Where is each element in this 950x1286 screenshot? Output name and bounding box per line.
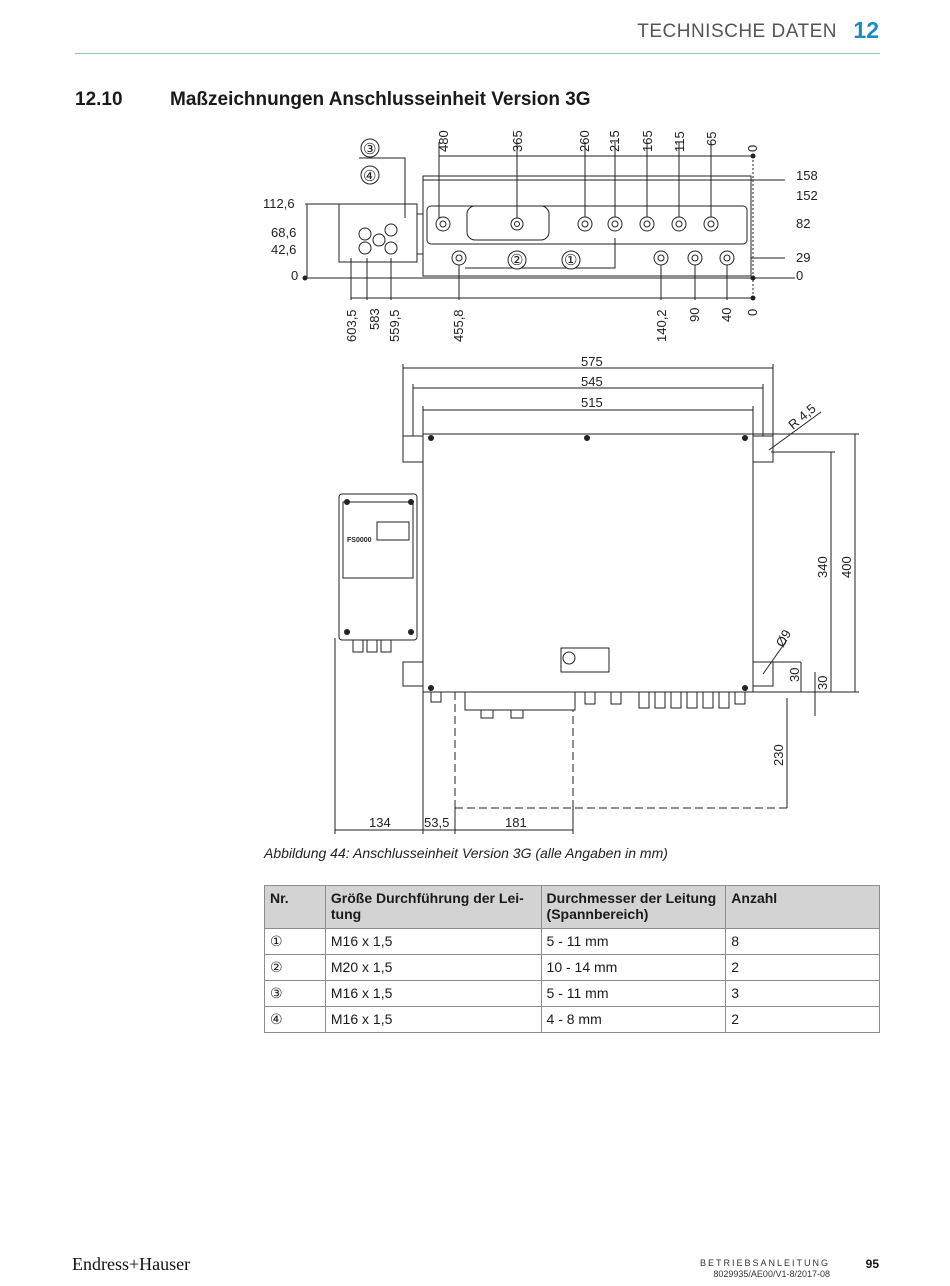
right-dim-0: 0 <box>796 268 803 283</box>
cell-count: 2 <box>725 954 880 981</box>
header-nr: Nr. <box>264 885 326 929</box>
table-row: ① M16 x 1,5 5 - 11 mm 8 <box>264 928 880 955</box>
table-row: ② M20 x 1,5 10 - 14 mm 2 <box>264 954 880 981</box>
right-dim-82: 82 <box>796 216 810 231</box>
height-dim-400: 400 <box>839 556 854 578</box>
left-dim-112-6: 112,6 <box>263 196 295 211</box>
callout-4: ④ <box>363 168 376 185</box>
top-dim-65: 65 <box>704 132 719 146</box>
bottom-dim-181: 181 <box>505 815 527 830</box>
callout-3: ③ <box>363 141 376 158</box>
width-dim-575: 575 <box>581 354 603 369</box>
callout-1: ① <box>564 252 577 269</box>
cell-size: M16 x 1,5 <box>324 928 542 955</box>
right-dim-158: 158 <box>796 168 818 183</box>
bottom-dim-40: 40 <box>719 308 734 322</box>
cell-nr: ② <box>264 954 326 981</box>
header-count: Anzahl <box>725 885 880 929</box>
right-dim-29: 29 <box>796 250 810 265</box>
bottom-dim-140-2: 140,2 <box>654 309 669 342</box>
bottom-dim-559-5: 559,5 <box>387 309 402 342</box>
left-dim-0: 0 <box>291 268 298 283</box>
device-brand: FS0000 <box>347 537 372 544</box>
table-row: ③ M16 x 1,5 5 - 11 mm 3 <box>264 980 880 1007</box>
callout-2: ② <box>510 252 523 269</box>
bottom-dim-134: 134 <box>369 815 391 830</box>
chapter-label: TECHNISCHE DATEN <box>637 21 837 42</box>
gland-table: Nr. Größe Durchführung der Lei- tung Dur… <box>264 885 880 1033</box>
top-dim-260: 260 <box>577 130 592 152</box>
top-dim-215: 215 <box>607 130 622 152</box>
table-header-row: Nr. Größe Durchführung der Lei- tung Dur… <box>264 885 880 929</box>
page-number: 95 <box>865 1257 879 1271</box>
width-dim-545: 545 <box>581 374 603 389</box>
depth-dim-230: 230 <box>771 744 786 766</box>
width-dim-515: 515 <box>581 395 603 410</box>
footer-doc-id: 8029935/AE00/V1-8/2017-08 <box>713 1269 830 1279</box>
top-dim-115: 115 <box>672 131 687 152</box>
top-dim-0: 0 <box>745 145 760 152</box>
bottom-dim-90: 90 <box>687 308 702 322</box>
cell-size: M16 x 1,5 <box>324 1006 542 1033</box>
hole-diameter-label: Ø9 <box>773 627 795 650</box>
figure-caption: Abbildung 44: Anschlusseinheit Version 3… <box>264 845 668 861</box>
bottom-dim-603-5: 603,5 <box>344 309 359 342</box>
cell-nr: ① <box>264 928 326 955</box>
bottom-dim-53-5: 53,5 <box>424 815 449 830</box>
section-title: Maßzeichnungen Anschlusseinheit Version … <box>170 89 591 110</box>
dimension-drawing: 480 365 260 215 165 115 65 0 603,5 583 5… <box>263 130 859 834</box>
bottom-dim-0: 0 <box>745 309 760 316</box>
footer-manual-label: BETRIEBSANLEITUNG <box>699 1258 830 1268</box>
height-dim-340: 340 <box>815 556 830 578</box>
top-dim-165: 165 <box>640 130 655 152</box>
cell-size: M16 x 1,5 <box>324 980 542 1007</box>
left-dim-42-6: 42,6 <box>271 242 296 257</box>
top-dim-480: 480 <box>436 130 451 152</box>
company-logo: Endress+Hauser <box>72 1254 191 1274</box>
small-dim-30-b: 30 <box>815 676 830 690</box>
top-view-big-connector <box>466 205 550 241</box>
cell-count: 8 <box>725 928 880 955</box>
header-size: Größe Durchführung der Lei- tung <box>324 885 542 929</box>
bottom-dim-455-8: 455,8 <box>451 309 466 342</box>
cell-count: 3 <box>725 980 880 1007</box>
cell-diameter: 5 - 11 mm <box>540 980 727 1007</box>
front-view-enclosure <box>422 433 754 693</box>
section-number: 12.10 <box>75 89 123 110</box>
cell-nr: ④ <box>264 1006 326 1033</box>
radius-label: R 4,5 <box>785 401 818 432</box>
header-divider <box>75 53 880 54</box>
table-row: ④ M16 x 1,5 4 - 8 mm 2 <box>264 1006 880 1033</box>
cell-count: 2 <box>725 1006 880 1033</box>
header-diameter: Durchmesser der Leitung (Spannbereich) <box>540 885 727 929</box>
cell-size: M20 x 1,5 <box>324 954 542 981</box>
chapter-number: 12 <box>853 17 879 43</box>
top-dim-365: 365 <box>510 130 525 152</box>
left-dim-68-6: 68,6 <box>271 225 296 240</box>
cell-diameter: 4 - 8 mm <box>540 1006 727 1033</box>
small-dim-30-a: 30 <box>787 668 802 682</box>
bottom-dim-583: 583 <box>367 308 382 330</box>
cell-nr: ③ <box>264 980 326 1007</box>
cell-diameter: 5 - 11 mm <box>540 928 727 955</box>
top-view-plate <box>426 205 748 245</box>
right-dim-152: 152 <box>796 188 818 203</box>
cell-diameter: 10 - 14 mm <box>540 954 727 981</box>
front-view-side-device <box>338 493 418 641</box>
